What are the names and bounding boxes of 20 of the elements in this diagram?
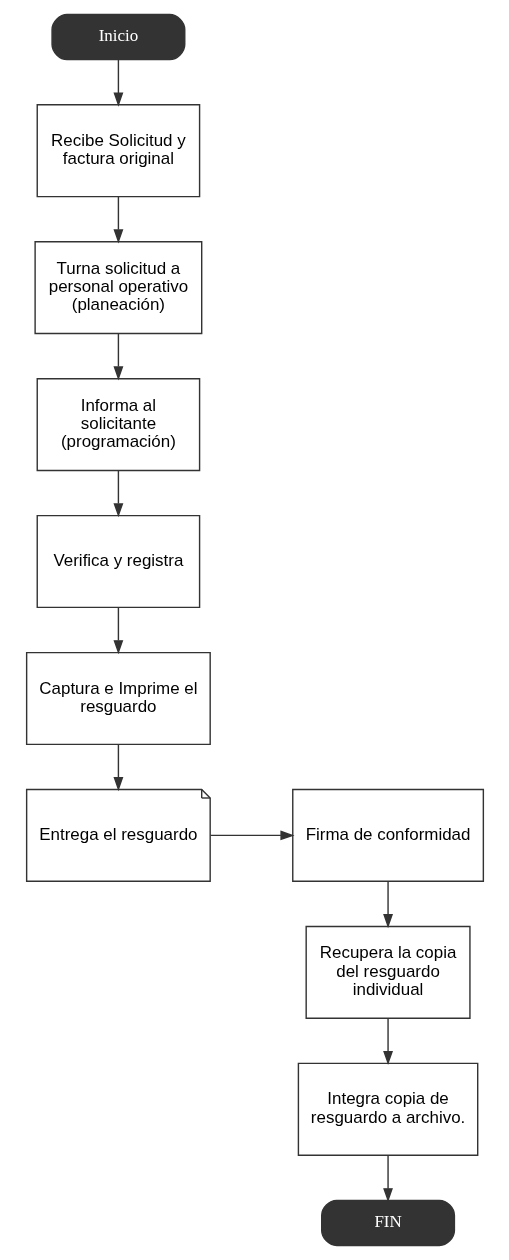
node-box: FIN [320,1199,455,1247]
node-box: Informa al solicitante (programación) [36,378,200,472]
arrow [112,196,123,244]
node-box: Recupera la copia del resguardo individual [304,925,471,1019]
arrow [382,1155,393,1203]
arrow [112,59,123,107]
arrow [112,333,123,381]
node-box: Recibe Solicitud y factura original [36,104,200,198]
node-box: Inicio [50,13,185,61]
node-box: Turna solicitud a personal operativo (planeación) [33,241,202,335]
arrow [382,880,393,929]
arrow [209,830,294,841]
node-box: Integra copia de resguardo a archivo. [297,1062,478,1156]
arrow [112,743,123,792]
node-box: Captura e Imprime el resguardo [25,651,211,746]
node-box: Firma de conformidad [291,788,484,882]
arrow [112,469,123,518]
arrow [112,606,123,655]
arrow [382,1017,393,1066]
node-box: Verifica y registra [36,514,200,609]
